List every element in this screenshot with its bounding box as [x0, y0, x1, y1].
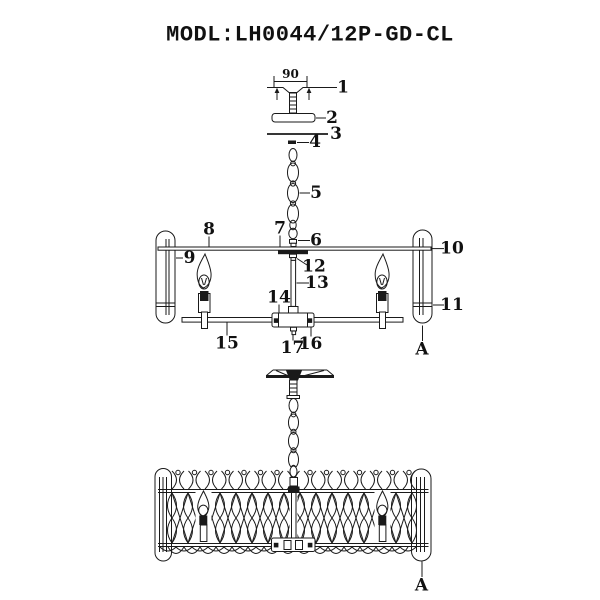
drum-bulb-right	[374, 489, 391, 544]
part-label-7: 7	[274, 219, 286, 239]
callout-17: 17	[281, 335, 305, 358]
callout-8: 8	[203, 220, 215, 247]
section-label-a-exploded: A	[414, 340, 429, 360]
bulb-socket	[199, 515, 208, 525]
mounting-bracket	[267, 87, 320, 114]
assembled-canopy	[266, 369, 334, 413]
callout-4: 4	[297, 132, 321, 152]
hub-bolt	[290, 326, 297, 332]
callout-10: 10	[432, 239, 464, 259]
callout-15: 15	[215, 322, 239, 354]
callout-2: 2	[316, 108, 338, 128]
part-label-10: 10	[440, 239, 464, 259]
callout-a-exploded: A	[414, 325, 429, 360]
callout-11: 11	[433, 295, 464, 315]
set-screw-right	[307, 318, 313, 323]
chain	[287, 148, 299, 231]
part-label-16: 16	[299, 334, 323, 354]
part-label-8: 8	[203, 220, 215, 240]
part-label-15: 15	[215, 334, 239, 354]
part-label-4: 4	[309, 132, 321, 152]
screw	[288, 140, 296, 144]
part-label-11: 11	[440, 295, 464, 315]
callout-1: 1	[320, 78, 349, 98]
bulb-socket	[200, 291, 209, 301]
callout-13: 13	[296, 273, 329, 293]
callout-5: 5	[299, 183, 322, 203]
ring-frame	[155, 229, 433, 324]
crystal-drum	[154, 465, 432, 562]
drum-top-connector	[288, 465, 300, 492]
bulb	[198, 274, 210, 290]
top-rail	[157, 246, 432, 251]
assembled-view: A	[154, 369, 432, 596]
dimension-90-label: 90	[282, 67, 299, 81]
part-label-14: 14	[267, 288, 291, 308]
set-screw-left	[273, 318, 279, 323]
flame	[196, 252, 212, 289]
callout-14: 14	[267, 288, 291, 313]
dimension-90: 90	[273, 67, 308, 88]
callout-6: 6	[298, 231, 322, 251]
callout-a-assembled: A	[414, 561, 429, 596]
exploded-view: 90 1 2 3	[155, 67, 464, 360]
threaded-nipple	[289, 92, 297, 114]
drum-hub	[271, 537, 316, 552]
part-label-6: 6	[310, 231, 322, 251]
part-label-9: 9	[184, 248, 196, 268]
part-label-3: 3	[330, 124, 342, 144]
callout-16: 16	[299, 327, 323, 354]
center-hub	[271, 312, 315, 336]
candle-left	[196, 252, 212, 329]
drum-center-rod	[289, 493, 298, 538]
part-label-12: 12	[302, 257, 326, 277]
part-label-2: 2	[326, 108, 338, 128]
section-label-a-assembled: A	[414, 576, 429, 596]
model-title: MODL:LH0044/12P-GD-CL	[166, 23, 454, 48]
callout-7: 7	[274, 219, 286, 249]
part-label-13: 13	[305, 273, 329, 293]
callout-9: 9	[176, 248, 195, 268]
part-label-17: 17	[281, 338, 305, 358]
assembled-chain	[288, 411, 299, 471]
hook	[288, 227, 298, 248]
drum-bulb-left	[195, 489, 212, 543]
part-label-5: 5	[310, 183, 322, 203]
mount-plate	[278, 250, 308, 255]
callout-12: 12	[296, 257, 326, 277]
part-label-1: 1	[337, 78, 349, 98]
canopy-plate	[271, 113, 316, 123]
rod-nut	[289, 253, 297, 259]
